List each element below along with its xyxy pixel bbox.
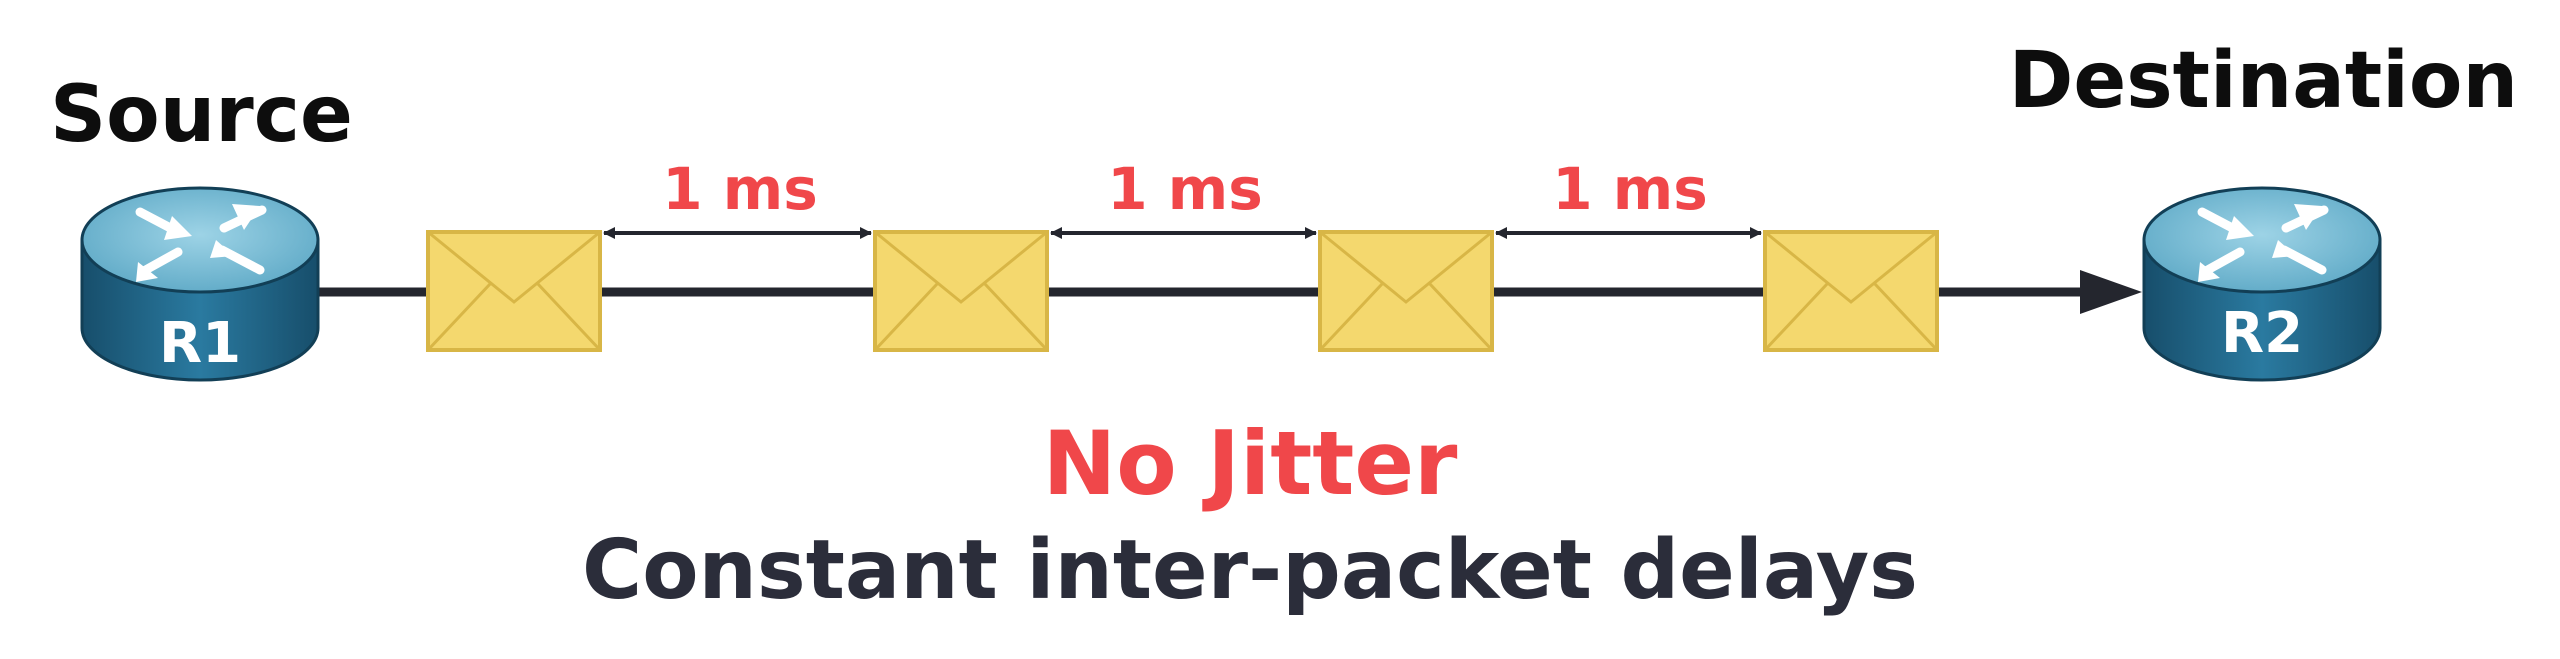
delay-label-3: 1 ms (1552, 155, 1708, 223)
router-r2: R2 (2142, 186, 2382, 382)
delay-label-2: 1 ms (1107, 155, 1263, 223)
envelope-icon (1763, 230, 1939, 352)
router-icon (2142, 186, 2382, 382)
envelope-icon (873, 230, 1049, 352)
router-icon (80, 186, 320, 382)
router-r1: R1 (80, 186, 320, 382)
delay-label-1: 1 ms (662, 155, 818, 223)
source-label: Source (50, 70, 353, 160)
envelope-icon (426, 230, 602, 352)
router-r2-label: R2 (2221, 301, 2303, 366)
subtitle: Constant inter-packet delays (582, 523, 1918, 618)
headline: No Jitter (1042, 412, 1458, 515)
router-r1-label: R1 (159, 311, 241, 376)
packet-4 (1763, 230, 1939, 352)
destination-label: Destination (2008, 36, 2518, 126)
link-arrow-head (2080, 270, 2142, 314)
envelope-icon (1318, 230, 1494, 352)
packet-3 (1318, 230, 1494, 352)
packet-2 (873, 230, 1049, 352)
packet-1 (426, 230, 602, 352)
